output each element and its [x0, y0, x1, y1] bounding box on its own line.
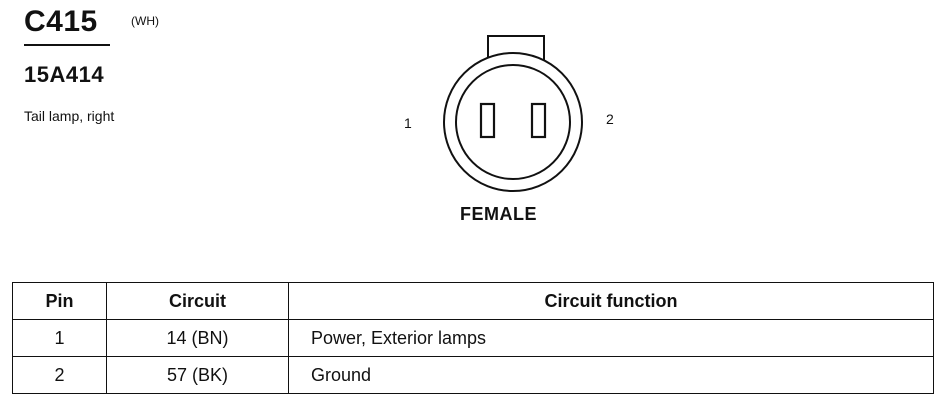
- cell-circuit: 57 (BK): [106, 356, 289, 394]
- connector-id: C415: [24, 5, 98, 38]
- header-circuit-function: Circuit function: [288, 282, 934, 320]
- pin-label-1: 1: [404, 115, 412, 131]
- table-row: 1 14 (BN) Power, Exterior lamps: [12, 319, 934, 357]
- connector-gender-label: FEMALE: [460, 204, 537, 224]
- connector-inner-ring: [455, 64, 571, 180]
- pin-cavity-1: [479, 102, 496, 139]
- pin-label-2: 2: [606, 111, 614, 127]
- cell-pin: 2: [12, 356, 107, 394]
- cell-circuit: 14 (BN): [106, 319, 289, 357]
- cell-pin: 1: [12, 319, 107, 357]
- connector-locking-tab: [487, 35, 545, 60]
- table-row: 2 57 (BK) Ground: [12, 356, 934, 394]
- title-underline: [24, 44, 110, 46]
- connector-color-code: (WH): [131, 14, 159, 28]
- pin-cavity-2: [530, 102, 547, 139]
- header-circuit: Circuit: [106, 282, 289, 320]
- table-header-row: Pin Circuit Circuit function: [12, 282, 934, 320]
- connector-description: Tail lamp, right: [24, 108, 115, 124]
- pin-table: Pin Circuit Circuit function 1 14 (BN) P…: [12, 282, 934, 394]
- header-pin: Pin: [12, 282, 107, 320]
- part-number: 15A414: [24, 62, 105, 87]
- connector-face-diagram: 1 2: [404, 35, 614, 192]
- cell-circuit-function: Ground: [288, 356, 934, 394]
- cell-circuit-function: Power, Exterior lamps: [288, 319, 934, 357]
